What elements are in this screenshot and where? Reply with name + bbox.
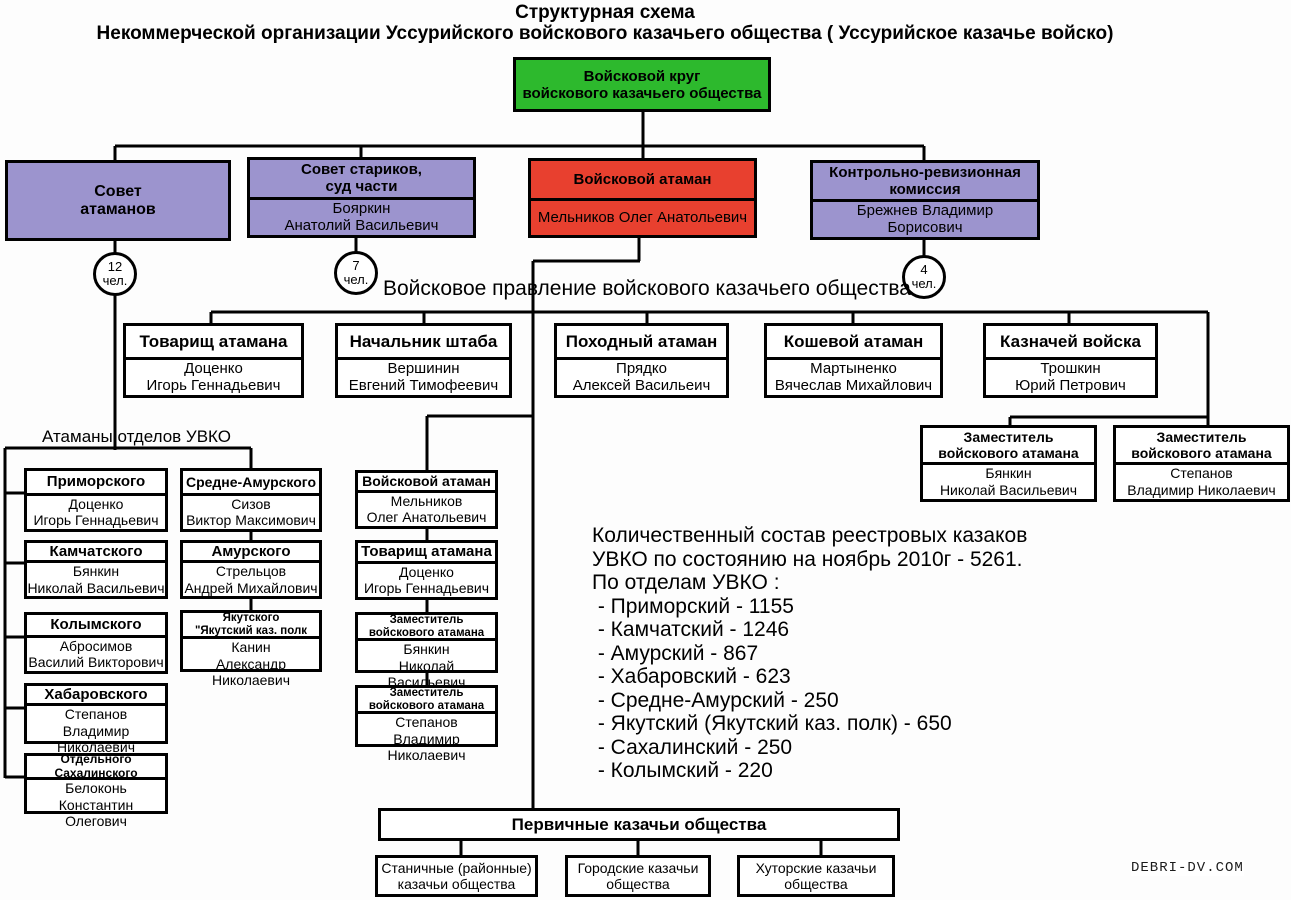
box-deputy-2-title: Заместитель войскового атамана bbox=[1116, 428, 1287, 465]
box-tovarisch-atamana-name: Доценко Игорь Геннадьевич bbox=[146, 359, 281, 395]
box-amurskogo: Амурского Стрельцов Андрей Михайлович bbox=[180, 540, 322, 599]
box-voyskovoy-ataman-name: Мельников Олег Анатольевич bbox=[531, 201, 754, 235]
box-nachalnik-shtaba-title: Начальник штаба bbox=[338, 326, 509, 360]
page-title: Структурная схема Некоммерческой организ… bbox=[0, 2, 1210, 44]
box-sovet-starikov-title: Совет стариков, суд части bbox=[250, 160, 473, 200]
box-primorskogo-name: Доценко Игорь Геннадьевич bbox=[33, 495, 159, 529]
box-khutorskie: Хуторские казачьи общества bbox=[737, 855, 895, 897]
box-voyskovoy-krug: Войсковой круг войскового казачьего обще… bbox=[513, 57, 771, 112]
info-line: Количественный состав реестровых казаков bbox=[592, 524, 1028, 547]
box-col-tovarisch-atamana-title: Товарищ атамана bbox=[358, 543, 495, 564]
box-voyskovoy-ataman: Войсковой атаман Мельников Олег Анатолье… bbox=[528, 158, 757, 238]
box-koshevoy-ataman-name: Мартыненко Вячеслав Михайлович bbox=[774, 359, 933, 395]
box-primorskogo-title: Приморского bbox=[27, 471, 165, 496]
box-voyskovoy-ataman-title: Войсковой атаман bbox=[531, 161, 754, 201]
box-deputy-2-name: Степанов Владимир Николаевич bbox=[1127, 465, 1276, 498]
box-sredne-amurskogo: Средне-Амурского Сизов Виктор Максимович bbox=[180, 468, 322, 532]
box-otdelnogo-sakhalinskogo: Отдельного Сахалинского Белоконь Констан… bbox=[24, 752, 168, 829]
title-line-1: Структурная схема bbox=[515, 2, 695, 23]
members-badge-12: 12 чел. bbox=[93, 252, 137, 296]
box-kaznachey-voyska-name: Трошкин Юрий Петрович bbox=[1015, 359, 1126, 395]
box-sovet-atamanov: Совет атаманов bbox=[5, 160, 231, 241]
box-tovarisch-atamana: Товарищ атамана Доценко Игорь Геннадьеви… bbox=[123, 323, 304, 398]
box-col-zamestitel-2-title: Заместитель войскового атамана bbox=[358, 687, 495, 714]
box-nachalnik-shtaba-name: Вершинин Евгений Тимофеевич bbox=[348, 359, 499, 395]
box-pokhodny-ataman-name: Прядко Алексей Васильеич bbox=[572, 359, 711, 395]
box-otdelnogo-sakhalinskogo-title: Отдельного Сахалинского bbox=[27, 752, 165, 780]
info-line: По отделам УВКО : bbox=[592, 571, 780, 594]
box-koshevoy-ataman: Кошевой атаман Мартыненко Вячеслав Михай… bbox=[764, 323, 943, 398]
box-yakutskogo-title: Якутского "Якутский каз. полк bbox=[183, 612, 319, 639]
info-line: - Сахалинский - 250 bbox=[592, 735, 793, 759]
watermark: DEBRI-DV.COM bbox=[1131, 860, 1244, 876]
box-tovarisch-atamana-title: Товарищ атамана bbox=[126, 326, 301, 360]
box-kontrolno-revizionnaya: Контрольно-ревизионная комиссия Брежнев … bbox=[810, 160, 1040, 240]
title-line-2: Некоммерческой организации Уссурийского … bbox=[96, 23, 1114, 44]
box-col-zamestitel-1: Заместитель войскового атамана Бянкин Ни… bbox=[355, 612, 498, 690]
box-yakutskogo: Якутского "Якутский каз. полк Канин Алек… bbox=[180, 610, 322, 688]
box-kaznachey-voyska-title: Казначей войска bbox=[986, 326, 1155, 360]
box-kolymskogo-name: Абросимов Василий Викторович bbox=[28, 637, 164, 671]
box-kamchatskogo-name: Бянкин Николай Васильевич bbox=[27, 563, 165, 596]
box-deputy-1-title: Заместитель войскового атамана bbox=[923, 428, 1094, 465]
box-kontrolno-revizionnaya-name: Брежнев Владимир Борисович bbox=[813, 201, 1037, 237]
box-otdelnogo-sakhalinskogo-name: Белоконь Константин Олегович bbox=[58, 780, 134, 830]
box-col-voyskovoy-ataman-title: Войсковой атаман bbox=[358, 473, 495, 493]
info-line: - Камчатский - 1246 bbox=[592, 618, 790, 641]
box-gorodskie: Городские казачьи общества bbox=[565, 855, 711, 897]
board-label: Войсковое правление войскового казачьего… bbox=[383, 277, 911, 300]
box-col-zamestitel-2: Заместитель войскового атамана Степанов … bbox=[355, 685, 498, 763]
members-badge-7: 7 чел. bbox=[334, 251, 378, 295]
box-col-voyskovoy-ataman: Войсковой атаман Мельников Олег Анатолье… bbox=[355, 470, 498, 529]
box-kolymskogo-title: Колымского bbox=[27, 615, 165, 638]
box-col-tovarisch-atamana-name: Доценко Игорь Геннадьевич bbox=[363, 563, 490, 597]
box-kamchatskogo: Камчатского Бянкин Николай Васильевич bbox=[24, 540, 168, 599]
box-col-tovarisch-atamana: Товарищ атамана Доценко Игорь Геннадьеви… bbox=[355, 540, 498, 600]
members-badge-4: 4 чел. bbox=[902, 255, 946, 299]
box-kaznachey-voyska: Казначей войска Трошкин Юрий Петрович bbox=[983, 323, 1158, 398]
box-col-zamestitel-2-name: Степанов Владимир Николаевич bbox=[387, 714, 466, 764]
box-deputy-1: Заместитель войскового атамана Бянкин Ни… bbox=[920, 425, 1097, 502]
box-sovet-starikov: Совет стариков, суд части Бояркин Анатол… bbox=[247, 157, 476, 238]
info-line: УВКО по состоянию на ноябрь 2010г - 5261… bbox=[592, 547, 1023, 571]
box-deputy-2: Заместитель войскового атамана Степанов … bbox=[1113, 425, 1290, 502]
box-nachalnik-shtaba: Начальник штаба Вершинин Евгений Тимофее… bbox=[335, 323, 512, 398]
box-primorskogo: Приморского Доценко Игорь Геннадьевич bbox=[24, 468, 168, 532]
box-deputy-1-name: Бянкин Николай Васильевич bbox=[939, 465, 1078, 498]
box-yakutskogo-name: Канин Александр Николаевич bbox=[212, 639, 290, 689]
box-kontrolno-revizionnaya-title: Контрольно-ревизионная комиссия bbox=[813, 163, 1037, 202]
info-line: - Хабаровский - 623 bbox=[592, 665, 791, 688]
otdel-label: Атаманы отделов УВКО bbox=[42, 427, 231, 446]
box-koshevoy-ataman-title: Кошевой атаман bbox=[767, 326, 940, 360]
box-pervichnye-obschestva: Первичные казачьи общества bbox=[378, 808, 900, 841]
box-khabarovskogo-title: Хабаровского bbox=[27, 686, 165, 707]
info-line: - Колымский - 220 bbox=[592, 759, 773, 782]
box-khabarovskogo: Хабаровского Степанов Владимир Николаеви… bbox=[24, 683, 168, 755]
box-sredne-amurskogo-name: Сизов Виктор Максимович bbox=[186, 495, 316, 529]
box-amurskogo-title: Амурского bbox=[183, 543, 319, 564]
box-khabarovskogo-name: Степанов Владимир Николаевич bbox=[57, 706, 135, 756]
box-kamchatskogo-title: Камчатского bbox=[27, 543, 165, 564]
box-pokhodny-ataman-title: Походный атаман bbox=[557, 326, 726, 360]
box-stanichnye: Станичные (районные) казачьи общества bbox=[375, 855, 538, 897]
box-kolymskogo: Колымского Абросимов Василий Викторович bbox=[24, 612, 168, 674]
box-amurskogo-name: Стрельцов Андрей Михайлович bbox=[184, 563, 318, 596]
info-line: - Якутский (Якутский каз. полк) - 650 bbox=[592, 712, 952, 735]
box-sovet-starikov-name: Бояркин Анатолий Васильевич bbox=[250, 199, 473, 235]
box-col-zamestitel-1-name: Бянкин Николай Васильевич bbox=[387, 641, 466, 691]
box-pokhodny-ataman: Походный атаман Прядко Алексей Васильеич bbox=[554, 323, 729, 398]
box-col-voyskovoy-ataman-name: Мельников Олег Анатольевич bbox=[366, 492, 487, 526]
info-line: - Амурский - 867 bbox=[592, 641, 759, 665]
box-col-zamestitel-1-title: Заместитель войскового атамана bbox=[358, 614, 495, 641]
info-line: - Приморский - 1155 bbox=[592, 594, 794, 618]
info-block: Количественный состав реестровых казаков… bbox=[592, 524, 1027, 783]
info-line: - Средне-Амурский - 250 bbox=[592, 688, 839, 712]
box-sredne-amurskogo-title: Средне-Амурского bbox=[183, 471, 319, 496]
